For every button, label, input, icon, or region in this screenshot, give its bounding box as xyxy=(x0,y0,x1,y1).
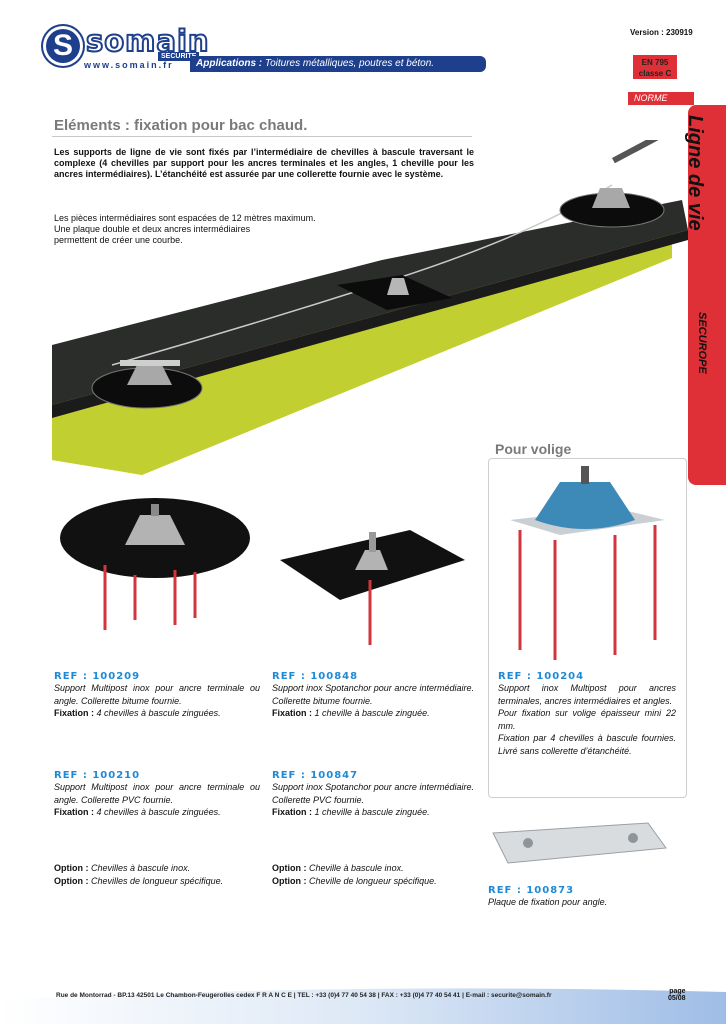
plate-bolt-right xyxy=(628,833,638,843)
ref-number: REF : 100873 xyxy=(488,885,575,896)
page-indicator: page 05/08 xyxy=(668,988,686,1002)
product-description: Support inox Multipost pour ancres termi… xyxy=(498,683,676,706)
fixation-text: 4 chevilles à bascule zinguées. xyxy=(96,807,221,817)
roof-edge xyxy=(52,230,688,418)
version-label: Version : 230919 xyxy=(630,28,693,37)
section-title: Eléments : fixation pour bac chaud. xyxy=(54,117,308,134)
logo-wordmark: somain xyxy=(85,24,210,58)
fixation-text: 1 cheville à bascule zinguée. xyxy=(314,708,430,718)
ref-number: REF : 100204 xyxy=(498,671,585,682)
product-card-100847: REF : 100847 Support inox Spotanchor pou… xyxy=(272,770,474,819)
roof-surface xyxy=(52,200,688,405)
product-description-3: Fixation par 4 chevilles à bascule fourn… xyxy=(498,733,676,756)
volige-title: Pour volige xyxy=(495,441,572,457)
spotanchor-stud xyxy=(369,532,376,552)
norm-badge: EN 795 classe C xyxy=(633,55,677,79)
norm-class: classe C xyxy=(638,69,672,78)
anchor-plate-left xyxy=(120,360,180,366)
norm-standard: EN 795 xyxy=(641,58,669,67)
page-label: page xyxy=(669,988,686,995)
fixation-text: 1 cheville à bascule zinguée. xyxy=(314,807,430,817)
anchor-post-left xyxy=(127,365,172,385)
side-title: Ligne de vie xyxy=(684,115,706,231)
option-text: Chevilles à bascule inox. xyxy=(91,863,191,873)
applications-text: Toitures métalliques, poutres et béton. xyxy=(264,58,435,69)
intro-notes: Les pièces intermédiaires sont espacées … xyxy=(54,213,364,246)
option-label: Option : xyxy=(54,875,89,886)
cable-tensioner xyxy=(612,140,659,164)
fixation-label: Fixation : xyxy=(54,807,94,817)
product-image-100848 xyxy=(280,530,465,645)
product-card-100210: REF : 100210 Support Multipost inox pour… xyxy=(54,770,260,819)
fixation-text: 4 chevilles à bascule zinguées. xyxy=(96,708,221,718)
angle-plate xyxy=(492,822,667,864)
spotanchor-body xyxy=(355,550,388,570)
intro-note-3: permettent de créer une courbe. xyxy=(54,235,183,245)
product-description-2: Pour fixation sur volige épaisseur mini … xyxy=(498,708,676,731)
multipost-body xyxy=(125,515,185,545)
logo-badge: SECURITE xyxy=(158,52,200,61)
product-image-100873 xyxy=(492,822,667,864)
roof-illustration xyxy=(52,140,688,475)
anchor-post-middle xyxy=(387,278,409,295)
option-text: Cheville de longueur spécifique. xyxy=(309,875,437,886)
product-description: Support inox Spotanchor pour ancre inter… xyxy=(272,683,474,706)
intro-note-2: Une plaque double et deux ancres intermé… xyxy=(54,224,251,234)
product-card-100204: REF : 100204 Support inox Multipost pour… xyxy=(498,671,676,757)
applications-bar: Applications : Toitures métalliques, pou… xyxy=(190,56,486,72)
product-card-100873: REF : 100873 Plaque de fixation pour ang… xyxy=(488,885,678,909)
plate-bolt-left xyxy=(523,838,533,848)
side-tab xyxy=(688,105,726,485)
ref-number: REF : 100210 xyxy=(54,770,141,781)
website-link[interactable]: www.somain.fr xyxy=(84,60,174,70)
product-image-100204 xyxy=(510,466,665,660)
side-title-block: Ligne de vie xyxy=(673,115,726,315)
product-description: Support Multipost inox pour ancre termin… xyxy=(54,683,260,706)
options-left: Option : Chevilles à bascule inox. Optio… xyxy=(54,862,264,887)
option-label: Option : xyxy=(272,875,307,886)
multipost-stud xyxy=(151,504,159,516)
fixation-label: Fixation : xyxy=(272,807,312,817)
logo-icon: S xyxy=(43,26,83,66)
ref-number: REF : 100209 xyxy=(54,671,141,682)
product-card-100209: REF : 100209 Support Multipost inox pour… xyxy=(54,671,260,720)
intro-paragraph: Les supports de ligne de vie sont fixés … xyxy=(54,147,474,179)
multipost-stud xyxy=(581,466,589,484)
footer-address: Rue de Montorrad - BP.13 42501 Le Chambo… xyxy=(56,992,552,999)
intro-note-1: Les pièces intermédiaires sont espacées … xyxy=(54,213,316,223)
option-text: Chevilles de longueur spécifique. xyxy=(91,875,224,886)
footer-wave xyxy=(0,988,726,1024)
product-image-100209 xyxy=(60,498,250,630)
side-product: SECUROPE xyxy=(696,312,708,374)
anchor-post-right xyxy=(592,188,630,208)
multipost-body-blue xyxy=(535,482,635,529)
ref-number: REF : 100848 xyxy=(272,671,359,682)
ref-number: REF : 100847 xyxy=(272,770,359,781)
insulation-shade xyxy=(52,240,672,475)
volige-frame xyxy=(488,458,687,798)
divider xyxy=(52,136,472,137)
fixation-label: Fixation : xyxy=(272,708,312,718)
fixation-label: Fixation : xyxy=(54,708,94,718)
product-description: Support Multipost inox pour ancre termin… xyxy=(54,782,260,805)
applications-label: Applications : xyxy=(196,58,263,69)
norme-label: NORME xyxy=(628,92,694,105)
option-text: Cheville à bascule inox. xyxy=(309,863,404,873)
product-card-100848: REF : 100848 Support inox Spotanchor pou… xyxy=(272,671,474,720)
option-label: Option : xyxy=(272,863,307,873)
options-right: Option : Cheville à bascule inox. Option… xyxy=(272,862,482,887)
product-description: Support inox Spotanchor pour ancre inter… xyxy=(272,782,474,805)
product-description: Plaque de fixation pour angle. xyxy=(488,897,608,907)
page-number: 05/08 xyxy=(668,995,686,1002)
option-label: Option : xyxy=(54,863,89,873)
